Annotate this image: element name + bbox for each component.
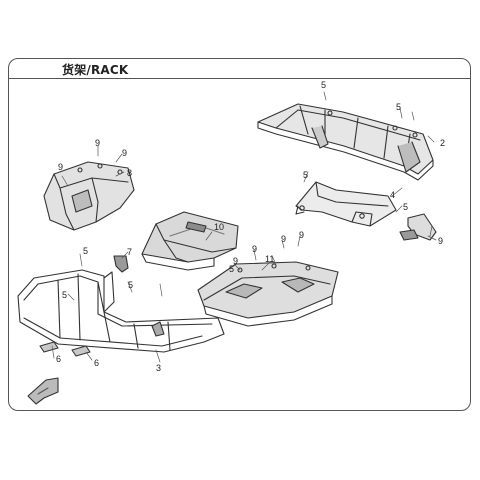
callout-5-bracket-right: 5 [403,202,408,212]
callout-5-rear-top: 5 [321,80,326,90]
callout-2: 2 [440,138,445,148]
reflector-strip-a [39,341,59,353]
callout-5-deck: 5 [229,264,234,274]
callout-6-right: 6 [94,358,99,368]
callout-11: 11 [265,254,274,264]
front-direction-arrow-icon [27,377,59,405]
callout-9-deck-c: 9 [252,244,257,254]
callout-9-mini-right: 9 [122,148,127,158]
rear-rack-frame [257,103,434,181]
callout-9-mini-top: 9 [95,138,100,148]
callout-10: 10 [214,222,224,232]
callout-8: 8 [127,168,132,178]
storage-tray [141,211,239,271]
diagram-frame [8,58,471,411]
callout-9-deck-b: 9 [299,230,304,240]
front-rack-tube-frame [17,269,225,353]
callout-6-left: 6 [56,354,61,364]
callout-5-center: 5 [128,280,133,290]
front-deck-tray [197,261,339,327]
callout-9-mini-left: 9 [58,162,63,172]
rack-bracket [295,181,437,241]
callout-3: 3 [156,363,161,373]
callout-9-deck-d: 9 [233,256,238,266]
callout-5-bracket: 5 [303,170,308,180]
callout-4: 4 [390,190,395,200]
title-divider [8,78,471,79]
callout-7: 7 [127,247,132,257]
diagram-title: 货架/RACK [62,63,129,77]
callout-5-rear-right: 5 [396,102,401,112]
mounting-clip [113,255,129,273]
callout-9-deck-a: 9 [281,234,286,244]
callout-5-left-mid: 5 [62,290,67,300]
front-mini-rack [43,161,135,231]
callout-9-bracket: 9 [438,236,443,246]
reflector-strip-b [71,345,91,357]
callout-5-left-frame: 5 [83,246,88,256]
